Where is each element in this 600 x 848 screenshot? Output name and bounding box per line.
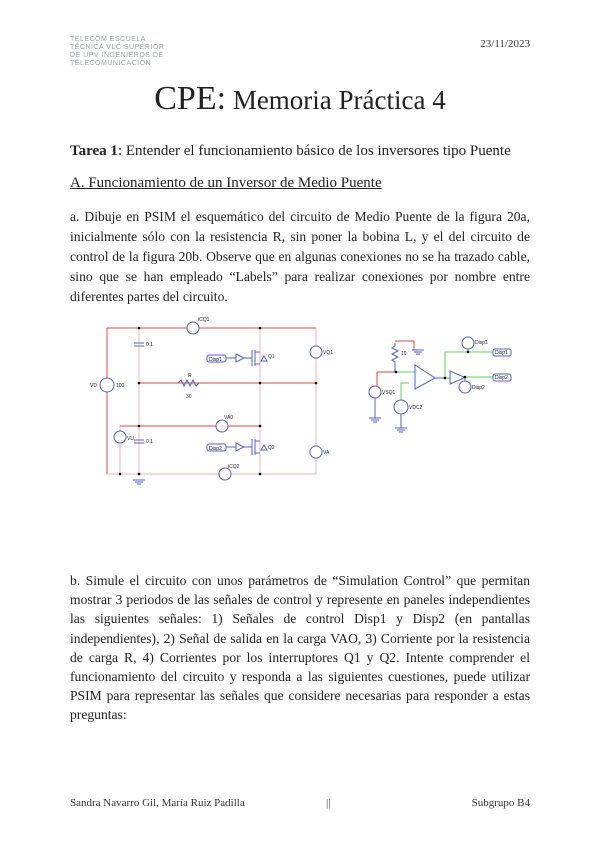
- voltmeter-icon: [215, 419, 229, 433]
- dc-source-icon: [393, 399, 409, 415]
- ground-icon: [369, 349, 424, 433]
- label-disp1: Disp1: [495, 350, 508, 356]
- ground-icon: [133, 479, 145, 485]
- label-vq1: VQ1: [323, 350, 333, 356]
- label-vd-value: 100: [116, 383, 125, 389]
- label-vsin: VSQ1: [382, 390, 396, 396]
- label-disp2-meter: Disp2: [472, 385, 485, 391]
- task-label: Tarea 1: [70, 143, 118, 159]
- label-q2: Q2: [268, 445, 275, 451]
- logo-line: TELECOMUNICACIÓN: [70, 60, 152, 67]
- logo-line: TELECOM ESCUELA: [70, 36, 146, 43]
- resistor-icon: [177, 378, 200, 388]
- label-box: [492, 348, 512, 357]
- ammeter-icon: [218, 467, 232, 481]
- title-text: Memoria Práctica 4: [226, 85, 446, 115]
- voltmeter-icon: [113, 430, 127, 444]
- voltage-source-icon: [99, 377, 115, 393]
- label-disp1-meter: Disp1: [475, 340, 488, 346]
- label-vdc: VDC2: [409, 405, 423, 411]
- label-r-value: 30: [186, 394, 192, 400]
- footer-authors: Sandra Navarro Gil, María Ruiz Padilla: [70, 797, 245, 809]
- label-disp1: Disp1: [209, 357, 222, 363]
- label-va: VA: [323, 450, 330, 456]
- control-circuit: 10 VSQ1 VDC2 Disp1 Disp2 Disp1 Disp2: [368, 336, 512, 433]
- task-text: : Entender el funcionamiento básico de l…: [117, 143, 511, 159]
- buffer-icon: [449, 370, 467, 385]
- header-date: 23/11/2023: [480, 38, 530, 50]
- opamp-icon: [414, 364, 436, 390]
- resistor-icon: [390, 343, 400, 372]
- mosfet-icon: [226, 439, 268, 455]
- label-q1: Q1: [268, 354, 275, 360]
- footer-separator: ||: [326, 797, 331, 809]
- label-box: [492, 373, 512, 382]
- voltmeter-icon: [458, 380, 472, 394]
- half-bridge-circuit: iCQ1 0.1 Disp1 Q1 VQ1 VD 100 R 30 VA0 VU…: [90, 317, 333, 485]
- label-icq2: iCQ2: [228, 464, 240, 470]
- label-disp2: Disp2: [495, 375, 508, 381]
- capacitor-icon: [134, 342, 144, 444]
- voltmeter-icon: [309, 345, 323, 359]
- logo-line: TÉCNICA VLC SUPERIOR: [70, 44, 165, 51]
- label-va0: VA0: [224, 415, 233, 421]
- voltmeter-icon: [461, 336, 475, 350]
- ammeter-icon: [186, 321, 200, 335]
- label-vd: VD: [90, 383, 97, 389]
- label-r: R: [188, 373, 192, 379]
- label-c2: 0.1: [146, 439, 153, 445]
- label-c1: 0.1: [146, 342, 153, 348]
- label-vu: VU: [127, 436, 134, 442]
- label-icq1: iCQ1: [198, 317, 210, 323]
- title-prefix: CPE:: [154, 80, 227, 117]
- task-heading: Tarea 1: Entender el funcionamiento bási…: [70, 143, 511, 160]
- label-r-value: 10: [401, 351, 407, 357]
- voltmeter-icon: [309, 445, 323, 459]
- section-heading: A. Funcionamiento de un Inversor de Medi…: [70, 175, 382, 191]
- paragraph-b: b. Simule el circuito con unos parámetro…: [70, 573, 530, 723]
- logo-line: DE UPV INGENIEROS DE: [70, 52, 164, 59]
- label-disp2: Disp2: [209, 446, 222, 452]
- mosfet-icon: [226, 350, 268, 366]
- sine-source-icon: [368, 385, 382, 399]
- paragraph-a: a. Dibuje en PSIM el esquemático del cir…: [70, 209, 530, 304]
- university-logo: TELECOM ESCUELA TÉCNICA VLC SUPERIOR DE …: [70, 36, 164, 68]
- footer-group: Subgrupo B4: [471, 797, 530, 809]
- page-title: CPE: Memoria Práctica 4: [0, 80, 600, 118]
